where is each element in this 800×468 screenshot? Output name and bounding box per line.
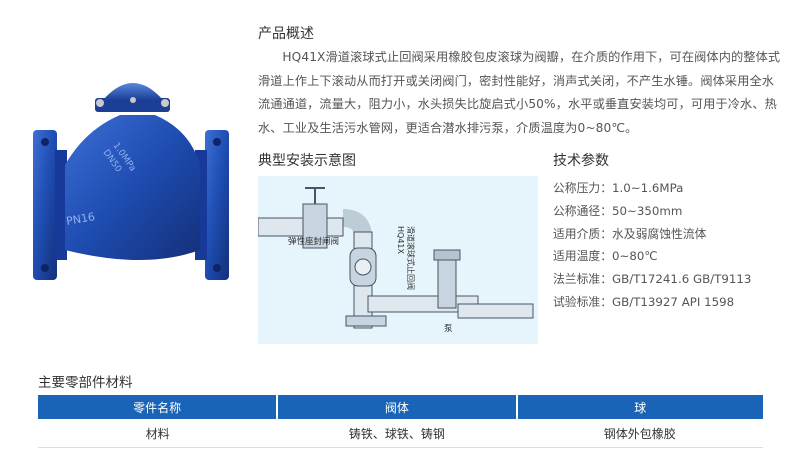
tech-label: 试验标准： xyxy=(553,294,612,309)
overview-title: 产品概述 xyxy=(258,26,314,42)
tech-value: 水及弱腐蚀性流体 xyxy=(612,226,707,241)
tech-row: 公称通径：50~350mm xyxy=(553,200,751,223)
install-diagram: 弹性座封闸阀 HQ41X 滑道滚球式止回阀 泵 xyxy=(257,176,538,344)
overview-paragraph: HQ41X滑道滚球式止回阀采用橡胶包皮滚球为阀瓣，在介质的作用下，可在阀体内的整… xyxy=(258,50,781,135)
table-header-cell: 阀体 xyxy=(276,395,517,419)
table-cell: 铸铁、球铁、铸钢 xyxy=(277,419,517,448)
tech-label: 适用温度： xyxy=(553,249,612,264)
tech-row: 适用温度：0~80℃ xyxy=(553,245,751,268)
tech-value: 50~350mm xyxy=(612,203,683,218)
table-row: 材料 铸铁、球铁、铸钢 钢体外包橡胶 xyxy=(38,419,763,448)
tech-row: 试验标准：GB/T13927 API 1598 xyxy=(553,291,751,314)
table-cell: 材料 xyxy=(38,419,278,448)
gate-valve-label: 弹性座封闸阀 xyxy=(288,236,339,247)
tech-row: 适用介质：水及弱腐蚀性流体 xyxy=(553,223,751,246)
tech-params-list: 公称压力：1.0~1.6MPa 公称通径：50~350mm 适用介质：水及弱腐蚀… xyxy=(553,177,751,314)
table-header-row: 零件名称 阀体 球 xyxy=(38,395,763,419)
table-header-cell: 球 xyxy=(515,395,763,419)
pump-label: 泵 xyxy=(444,324,453,334)
tech-label: 公称压力： xyxy=(553,181,612,195)
tech-value: 0~80℃ xyxy=(612,249,658,264)
tech-row: 公称压力：1.0~1.6MPa xyxy=(553,177,751,200)
table-header-cell: 零件名称 xyxy=(38,395,278,419)
tech-params-title: 技术参数 xyxy=(553,153,609,169)
tech-label: 适用介质： xyxy=(553,226,612,241)
table-cell: 钢体外包橡胶 xyxy=(516,419,763,448)
tech-label: 公称通径： xyxy=(553,203,612,218)
tech-value: 1.0~1.6MPa xyxy=(612,181,684,195)
tech-label: 法兰标准： xyxy=(553,272,612,287)
materials-table: 零件名称 阀体 球 材料 铸铁、球铁、铸钢 钢体外包橡胶 xyxy=(38,395,763,448)
check-valve-name-label: 滑道滚球式止回阀 xyxy=(406,226,416,290)
cast-text-pn: PN16 xyxy=(65,210,96,228)
valve-product-photo: 1.0MPa DN50 PN16 xyxy=(33,83,229,280)
tech-row: 法兰标准：GB/T17241.6 GB/T9113 xyxy=(553,268,751,291)
install-diagram-title: 典型安装示意图 xyxy=(258,153,356,169)
install-diagram-svg: 弹性座封闸阀 HQ41X 滑道滚球式止回阀 泵 xyxy=(257,187,534,334)
materials-title: 主要零部件材料 xyxy=(38,375,133,391)
tech-value: GB/T13927 API 1598 xyxy=(612,294,735,309)
check-valve-model-label: HQ41X xyxy=(396,226,405,254)
tech-value: GB/T17241.6 GB/T9113 xyxy=(612,272,752,287)
